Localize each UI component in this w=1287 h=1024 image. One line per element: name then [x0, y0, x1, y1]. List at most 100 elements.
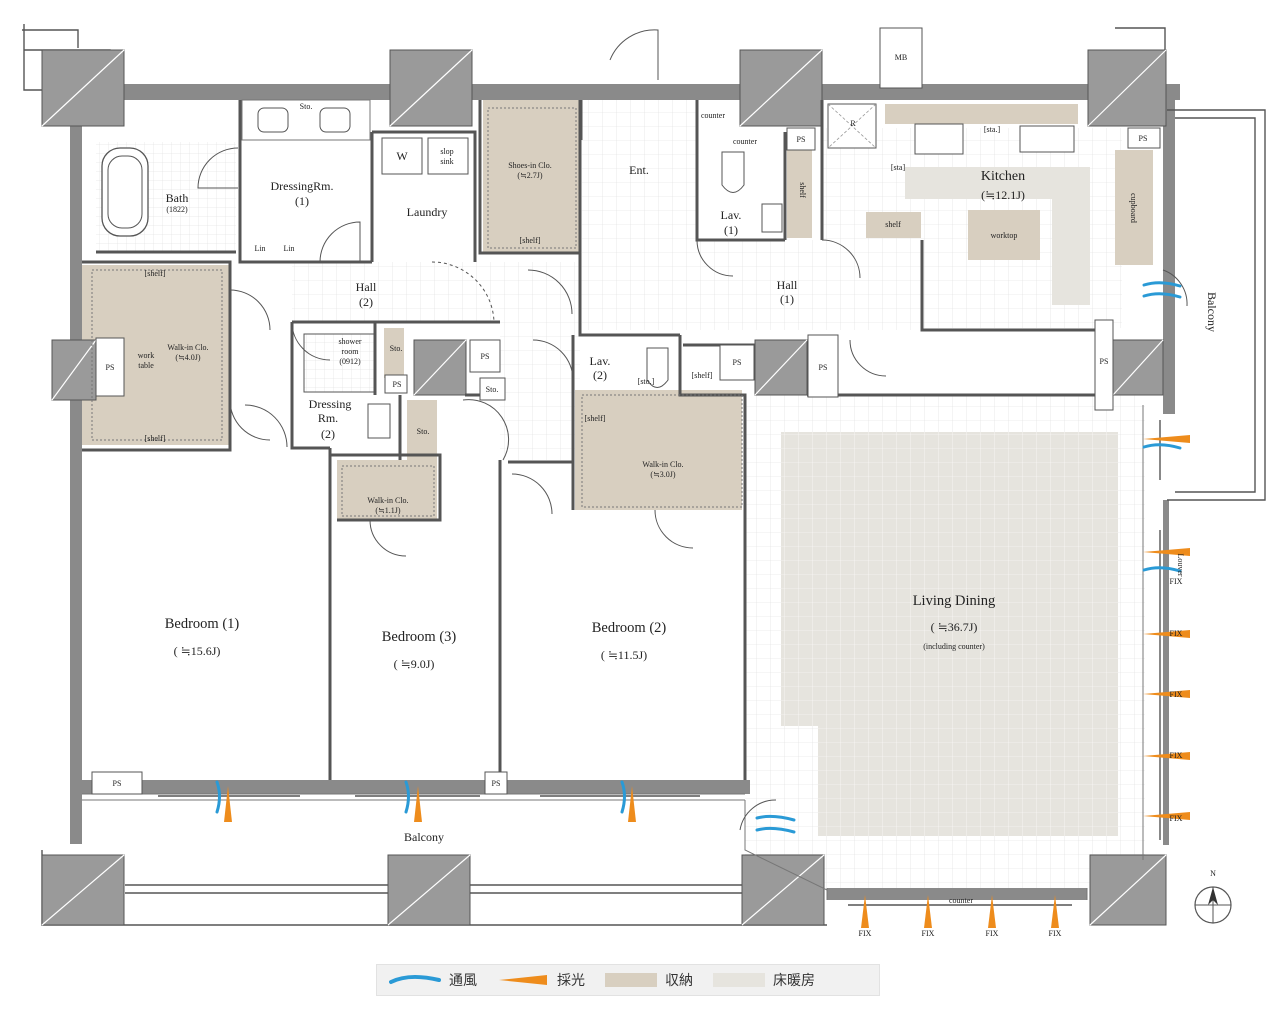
- washer-label: W: [396, 149, 408, 163]
- hall2-corridor-floor: [500, 320, 580, 460]
- counter-label-ent: counter: [701, 111, 725, 120]
- sto-label-hall: Sto.: [486, 385, 499, 394]
- hall-shelf-label: shelf: [885, 220, 901, 229]
- lav2-shelf: [shelf]: [692, 371, 713, 380]
- hall1-num: (1): [780, 292, 794, 306]
- walk-in-closet-3-zone: [575, 390, 742, 510]
- fix-label-1: FIX: [1170, 577, 1183, 586]
- shoes-closet-size: (≒2.7J): [517, 171, 542, 180]
- lav2-label: Lav.: [590, 354, 611, 368]
- walkin1-label: Walk-in Clo.: [367, 496, 408, 505]
- daylight-wedge-icon: [499, 975, 547, 985]
- bedroom2-label: Bedroom (2): [592, 620, 667, 636]
- lin-label-2: Lin: [283, 244, 294, 253]
- toilet-1: [721, 151, 745, 193]
- balcony-east-label: Balcony: [1205, 292, 1219, 332]
- kitchen-size: (≒12.1J): [981, 188, 1025, 202]
- walkin4-shelf-bottom: [shelf]: [145, 434, 166, 443]
- louver-label: Louver: [1176, 553, 1185, 576]
- bath-label: Bath: [166, 191, 189, 205]
- slop-sink-box: [427, 137, 469, 175]
- sto-closet-label: Sto.: [417, 427, 430, 436]
- work-table-line2: table: [138, 361, 154, 370]
- dressing2-line2: Rm.: [318, 411, 338, 425]
- worktop: [968, 210, 1040, 260]
- refrigerator-label: R: [850, 119, 856, 128]
- fix-label-8: FIX: [986, 929, 999, 938]
- legend: 通風 採光 収納 床暖房: [376, 964, 880, 996]
- bedroom3-size: ( ≒9.0J): [394, 657, 435, 671]
- ps-label-9: PS: [113, 779, 122, 788]
- ps-label-1: PS: [106, 363, 115, 372]
- window-frames: [158, 420, 1161, 906]
- slop-sink-line2: sink: [440, 157, 453, 166]
- walk-in-closet-1-zone: [337, 460, 437, 520]
- compass-north: N: [1210, 869, 1216, 878]
- lav2-num: (2): [593, 368, 607, 382]
- hall2-floor: [292, 262, 582, 322]
- ps-label-4: PS: [733, 358, 742, 367]
- legend-ventilation: 通風: [389, 970, 477, 990]
- cupboard-label: cupboard: [1129, 193, 1138, 223]
- kitchen-heating-zone: [905, 167, 1090, 305]
- legend-storage-label: 収納: [665, 973, 693, 989]
- entrance-label: Ent.: [629, 163, 649, 177]
- floor-heating-zone: [781, 432, 1118, 836]
- daylight-marks: [224, 435, 1190, 928]
- bath-size: (1822): [166, 205, 188, 214]
- shoes-shelf: [shelf]: [520, 236, 541, 245]
- ps-label-10: PS: [492, 779, 501, 788]
- fix-label-5: FIX: [1170, 814, 1183, 823]
- legend-storage: 収納: [605, 970, 693, 990]
- living-dining-size: ( ≒36.7J): [931, 620, 978, 634]
- ps-label-2: PS: [481, 352, 490, 361]
- slop-sink-line1: slop: [440, 147, 453, 156]
- shower-floor: [303, 333, 375, 393]
- balcony-south-label: Balcony: [404, 830, 444, 844]
- bedroom2-size: ( ≒11.5J): [601, 648, 647, 662]
- legend-daylight-label: 採光: [557, 973, 585, 989]
- cupboard: [1115, 150, 1153, 265]
- lav2-sto-label: [sto.]: [638, 377, 655, 386]
- lin-label-1: Lin: [254, 244, 265, 253]
- fix-label-7: FIX: [922, 929, 935, 938]
- kitchen-sta-label-2: [sta]: [891, 163, 906, 172]
- shower-room-line1: shower: [338, 337, 361, 346]
- sto-label-dressing: Sto.: [300, 102, 313, 111]
- mb-label: MB: [895, 53, 907, 62]
- walkin4-size: (≒4.0J): [175, 353, 200, 362]
- dressing2-line1: Dressing: [309, 397, 352, 411]
- lav1-label: Lav.: [721, 208, 742, 222]
- lav1-shelf: [787, 150, 812, 238]
- interior-walls: [82, 100, 1113, 780]
- ps-label-7: PS: [1100, 357, 1109, 366]
- fix-label-2: FIX: [1170, 629, 1183, 638]
- shoes-in-closet-zone: [483, 100, 579, 253]
- fix-label-4: FIX: [1170, 751, 1183, 760]
- fix-label-9: FIX: [1049, 929, 1062, 938]
- walkin4-label: Walk-in Clo.: [167, 343, 208, 352]
- compass-icon: [1194, 886, 1232, 924]
- counter-label-living: counter: [949, 896, 973, 905]
- dressing1-label: DressingRm.: [271, 179, 334, 193]
- hall1-label: Hall: [777, 278, 798, 292]
- sto-closet: [407, 400, 437, 460]
- laundry-label: Laundry: [407, 205, 448, 219]
- work-table-line1: work: [138, 351, 154, 360]
- hall2-label: Hall: [356, 280, 377, 294]
- door-swings: [197, 29, 1188, 831]
- legend-floor-heating-label: 床暖房: [773, 973, 815, 989]
- lav1-sink: [761, 203, 783, 233]
- ps-label-6: PS: [1139, 134, 1148, 143]
- stove: [914, 123, 964, 155]
- bedroom3-label: Bedroom (3): [382, 629, 457, 645]
- shower-room-size: (0912): [339, 357, 361, 366]
- kitchen-sta-label: [sta.]: [984, 125, 1001, 134]
- kitchen-label: Kitchen: [981, 169, 1025, 184]
- ps-label-8: PS: [393, 380, 402, 389]
- ps-label-3: PS: [797, 135, 806, 144]
- fix-label-6: FIX: [859, 929, 872, 938]
- kitchen-back-counter: [885, 104, 1078, 124]
